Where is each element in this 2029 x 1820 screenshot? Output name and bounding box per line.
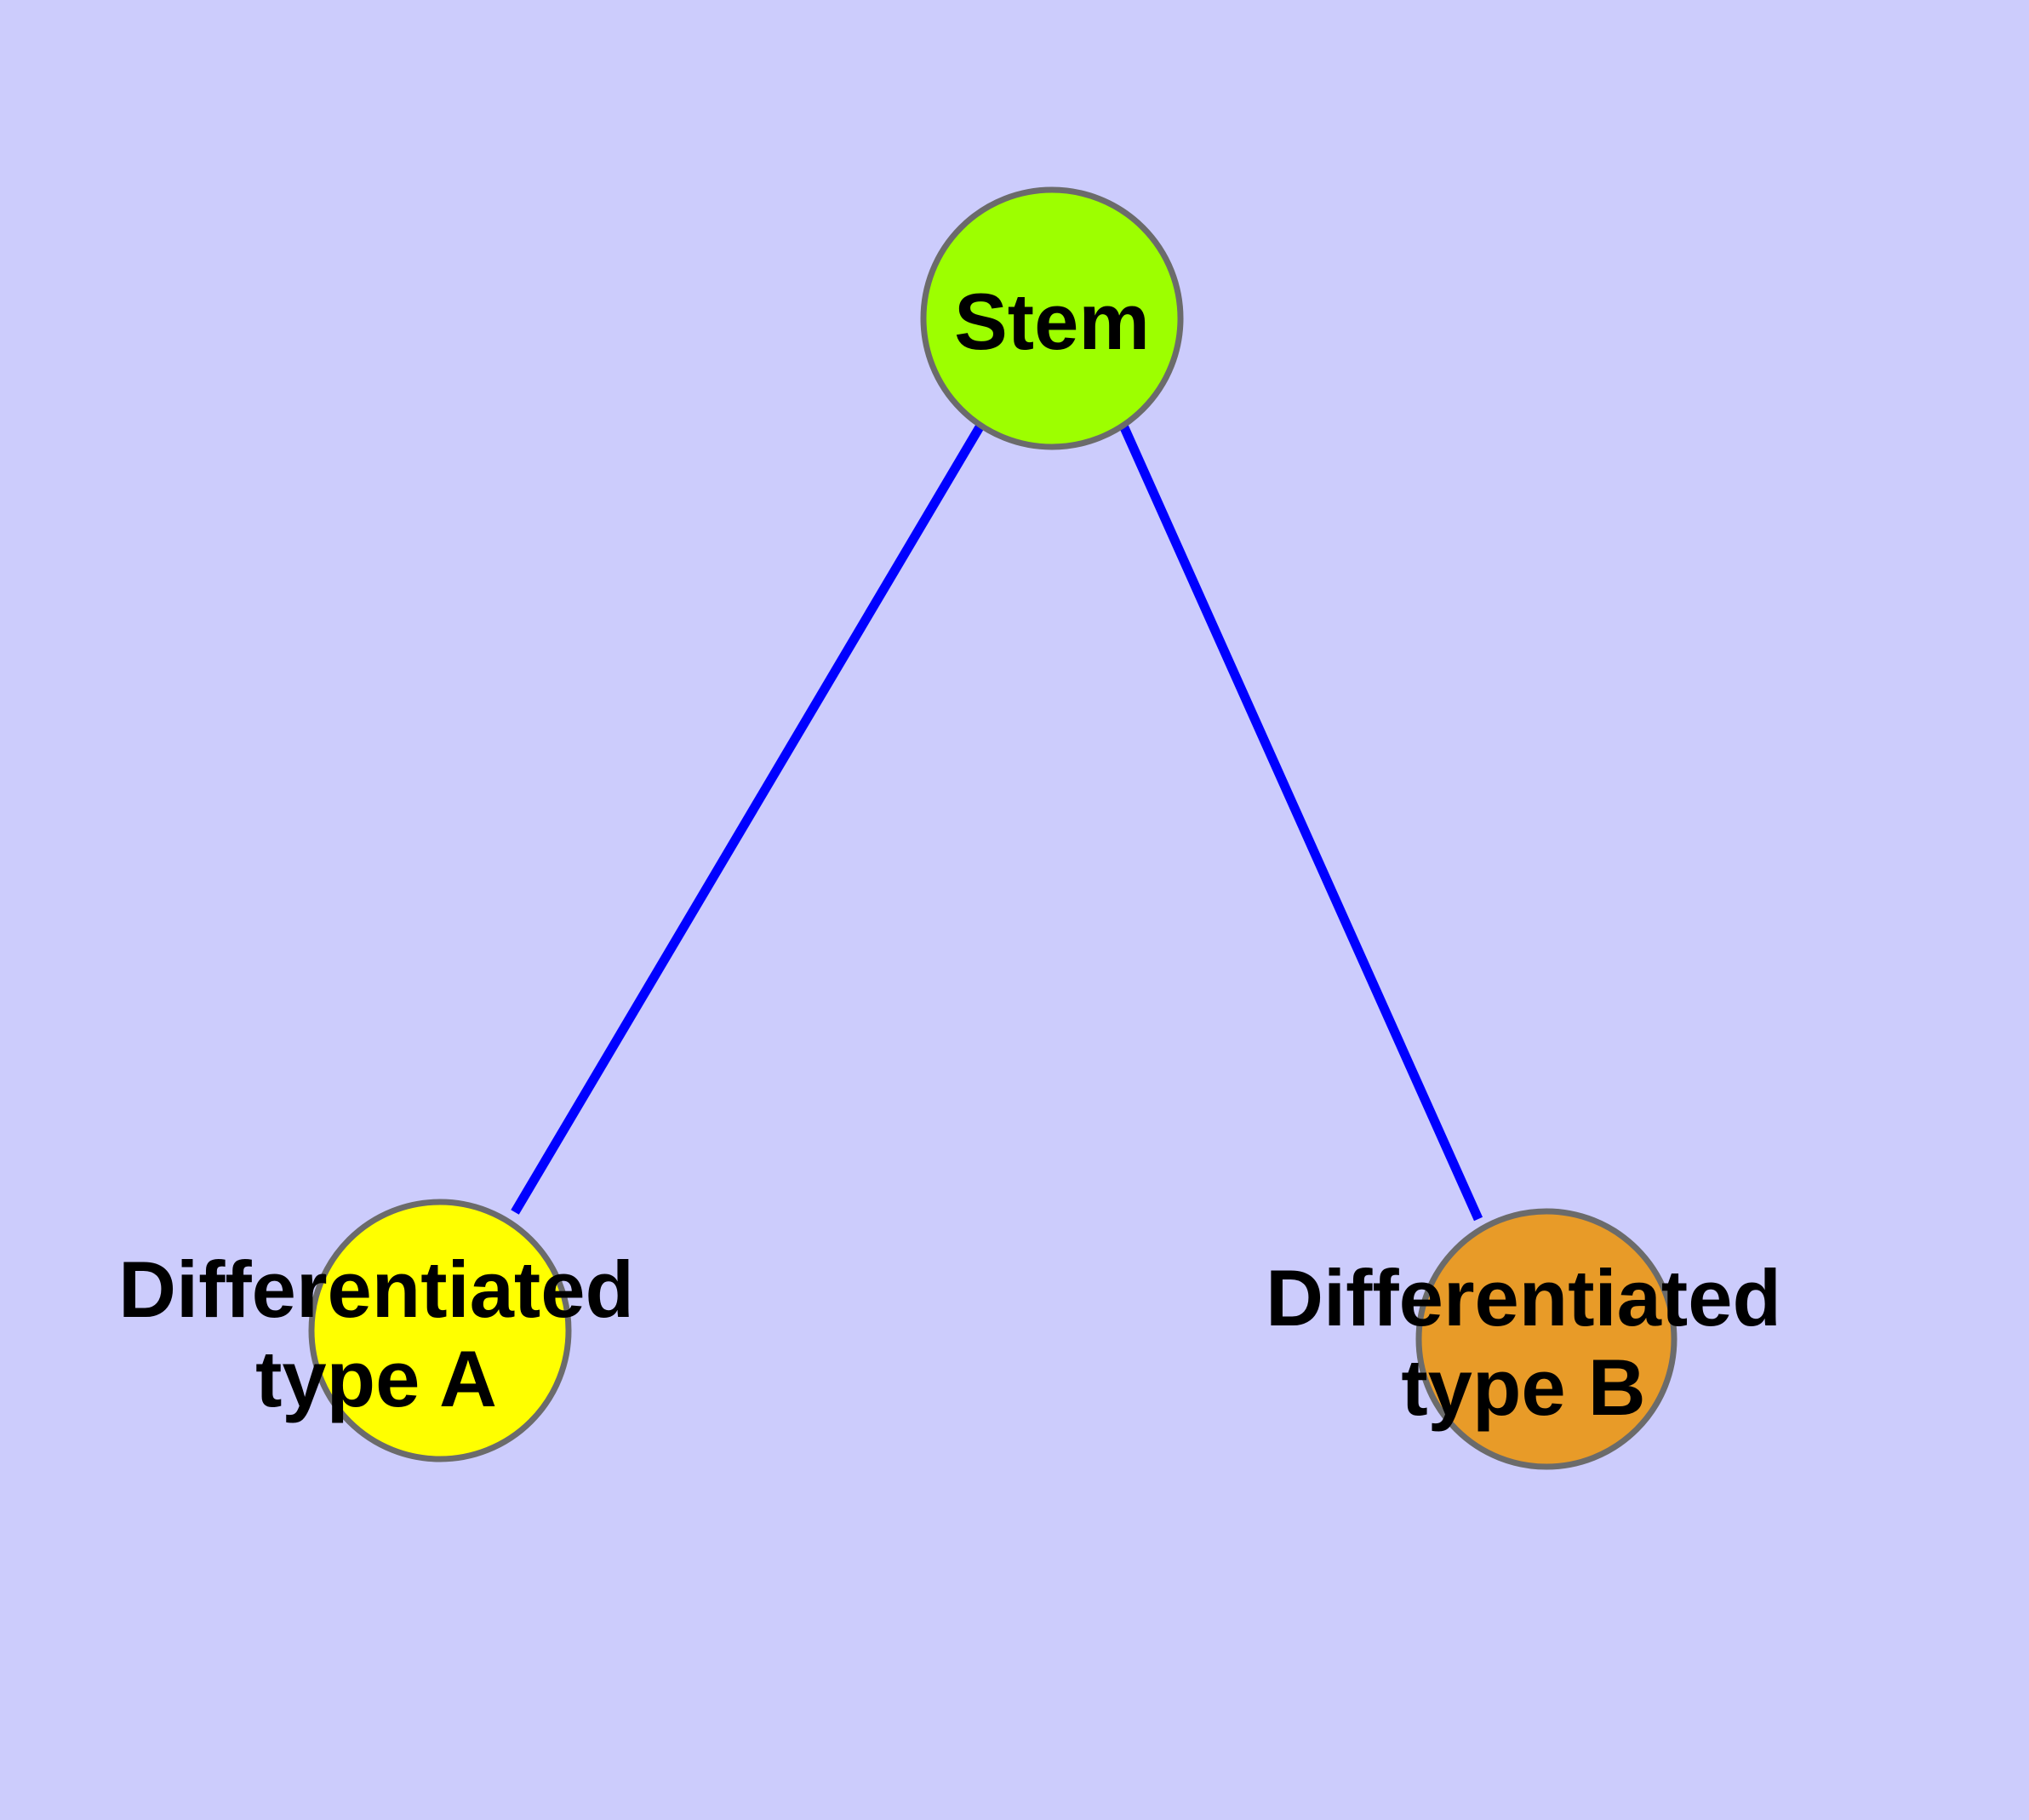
graph-edge-stem-diff_a[interactable] [511,423,985,1215]
label-line: type B [1401,1342,1645,1432]
graph-node-stem[interactable] [920,186,1184,450]
label-line: Differentiated [1266,1253,1781,1342]
label-line: Stem [954,277,1150,366]
node-layer [308,186,1677,1470]
graph-edge-stem-diff_b[interactable] [1118,423,1483,1222]
graph-node-diff_a[interactable] [308,1199,572,1462]
edge-layer [511,423,1483,1222]
graph-node-label-stem: Stem [954,277,1150,366]
label-line: Differentiated [118,1245,634,1334]
graph-node-diff_b[interactable] [1415,1208,1677,1470]
label-line: type A [255,1334,497,1423]
